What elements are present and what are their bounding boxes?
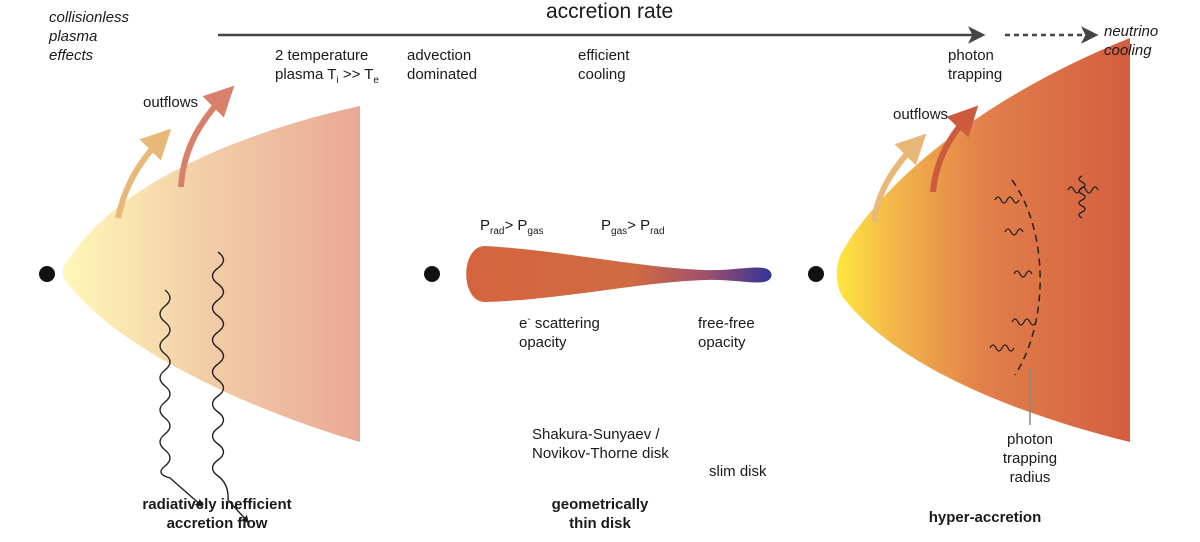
e-scattering-opacity-label: e- scattering opacity [519, 314, 600, 352]
p-rad-gt-p-gas-label: Prad> Pgas [480, 217, 544, 237]
outflow-arrow-light-right [871, 133, 927, 223]
outflow-arrow-light-left [115, 128, 172, 219]
photon-trapping-radius-curve [1011, 179, 1041, 376]
slim-disk-label: slim disk [709, 463, 767, 480]
riaf-flow-shape [62, 106, 360, 442]
hyper-accretion-shape [836, 38, 1130, 442]
photon-wave-2 [211, 251, 250, 524]
two-temperature-label: 2 temperature plasma Ti >> Te [275, 47, 379, 86]
outflows-label-left: outflows [143, 94, 199, 111]
accretion-rate-title: accretion rate [546, 0, 674, 23]
outflow-arrow-red-left [178, 85, 235, 188]
trapped-photon-squiggles [989, 175, 1099, 352]
black-hole-middle [424, 266, 440, 282]
black-hole-left [39, 266, 55, 282]
hyper-accretion-name-label: hyper-accretion [928, 509, 1042, 526]
outflow-arrow-dark-right [930, 105, 979, 193]
p-gas-gt-p-rad-label: Pgas> Prad [601, 217, 665, 237]
black-hole-right [808, 266, 824, 282]
photon-wave-1 [159, 289, 204, 508]
thin-disk-shape [466, 246, 772, 302]
shakura-sunyaev-label: Shakura-Sunyaev /Novikov-Thorne disk [532, 426, 669, 462]
outflows-label-right: outflows [893, 106, 949, 123]
